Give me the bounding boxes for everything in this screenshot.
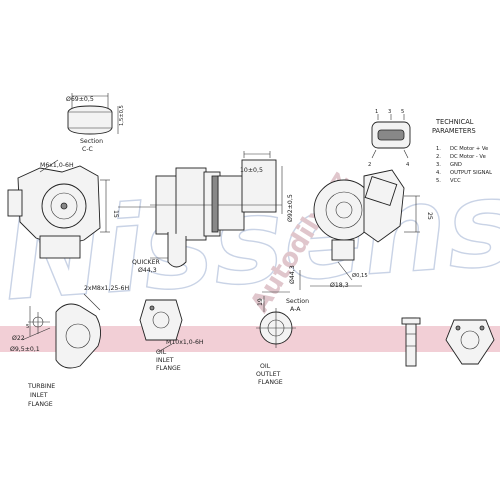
- turbine-label-2: INLET: [30, 392, 48, 399]
- tech-params-title-1: TECHNICAL: [435, 118, 474, 126]
- tech-params-list: 1. DC Motor + Ve 2. DC Motor - Ve 3. GND…: [436, 146, 492, 184]
- pin-5: 5: [401, 109, 404, 115]
- dim-10: 10±0,5: [240, 167, 263, 174]
- section-cc-label-1: Section: [80, 138, 103, 145]
- oil-inlet-label-3: FLANGE: [156, 365, 181, 372]
- tech-param-num: 3.: [436, 162, 441, 168]
- dim-443: Ø44,3: [288, 265, 296, 284]
- dim-5: 5: [26, 324, 29, 330]
- quicker-label-2: Ø44,3: [138, 266, 157, 274]
- tech-param-num: 2.: [436, 154, 441, 160]
- top-dim-thickness: 1,5±0,5: [119, 105, 125, 126]
- tech-param-text: DC Motor - Ve: [450, 154, 486, 160]
- tech-params-title-2: PARAMETERS: [432, 127, 476, 135]
- dim-25: 25: [426, 212, 433, 220]
- pin-1: 1: [375, 109, 378, 115]
- oil-outlet-label-1: OIL: [260, 363, 271, 370]
- pin-3: 3: [388, 109, 391, 115]
- tech-param-text: GND: [450, 162, 462, 168]
- dim-15: 15: [112, 210, 119, 218]
- m6-thread-label: M6x1,0-6H: [40, 162, 74, 169]
- dim-95: Ø9,5±0,1: [10, 345, 40, 353]
- gasket-part: [445, 319, 495, 365]
- tech-param-text: VCC: [450, 178, 461, 184]
- dim-183: Ø18,3: [330, 281, 349, 289]
- dim-19: 19: [257, 298, 264, 306]
- tech-param-text: OUTPUT SIGNAL: [450, 170, 492, 176]
- oil-outlet-label-2: OUTLET: [256, 371, 281, 378]
- oil-outlet-label-3: FLANGE: [258, 379, 283, 386]
- pin-2: 2: [368, 162, 371, 168]
- oil-outlet-flange: [256, 291, 296, 348]
- oil-inlet-label-1: OIL: [156, 349, 167, 356]
- oil-inlet-label-2: INLET: [156, 357, 174, 364]
- turbine-label-1: TURBINE: [27, 383, 55, 390]
- turbine-side-view: [7, 159, 110, 259]
- turbine-label-3: FLANGE: [28, 401, 53, 408]
- turbo-center-view: [118, 151, 283, 268]
- tech-param-num: 1.: [436, 146, 441, 152]
- dim-92: Ø92±0,5: [286, 194, 294, 222]
- m10-thread-label: M10x1,0-6H: [166, 339, 204, 346]
- top-seal-part: [67, 93, 119, 135]
- pin-4: 4: [406, 162, 410, 168]
- connector-diagram: [371, 114, 411, 159]
- tech-param-num: 4.: [436, 170, 441, 176]
- turbo-front-view: [299, 169, 420, 290]
- quicker-label-1: QUICKER: [132, 259, 161, 266]
- dim-22: Ø22: [12, 334, 25, 342]
- section-cc-label-2: C-C: [82, 146, 93, 153]
- oil-inlet-flange: [139, 299, 183, 353]
- tech-param-num: 5.: [436, 178, 441, 184]
- bolt-thread-label: 2xM8x1,25-6H: [84, 285, 129, 292]
- top-dim-diameter: Ø69±0,5: [66, 95, 94, 103]
- section-aa-label-1: Section: [286, 298, 309, 305]
- dim-015: Ø0,15: [352, 272, 368, 279]
- tech-param-text: DC Motor + Ve: [450, 146, 488, 152]
- bolt-part: [401, 317, 421, 367]
- turbine-inlet-flange: [21, 293, 101, 369]
- section-aa-label-2: A-A: [290, 306, 301, 313]
